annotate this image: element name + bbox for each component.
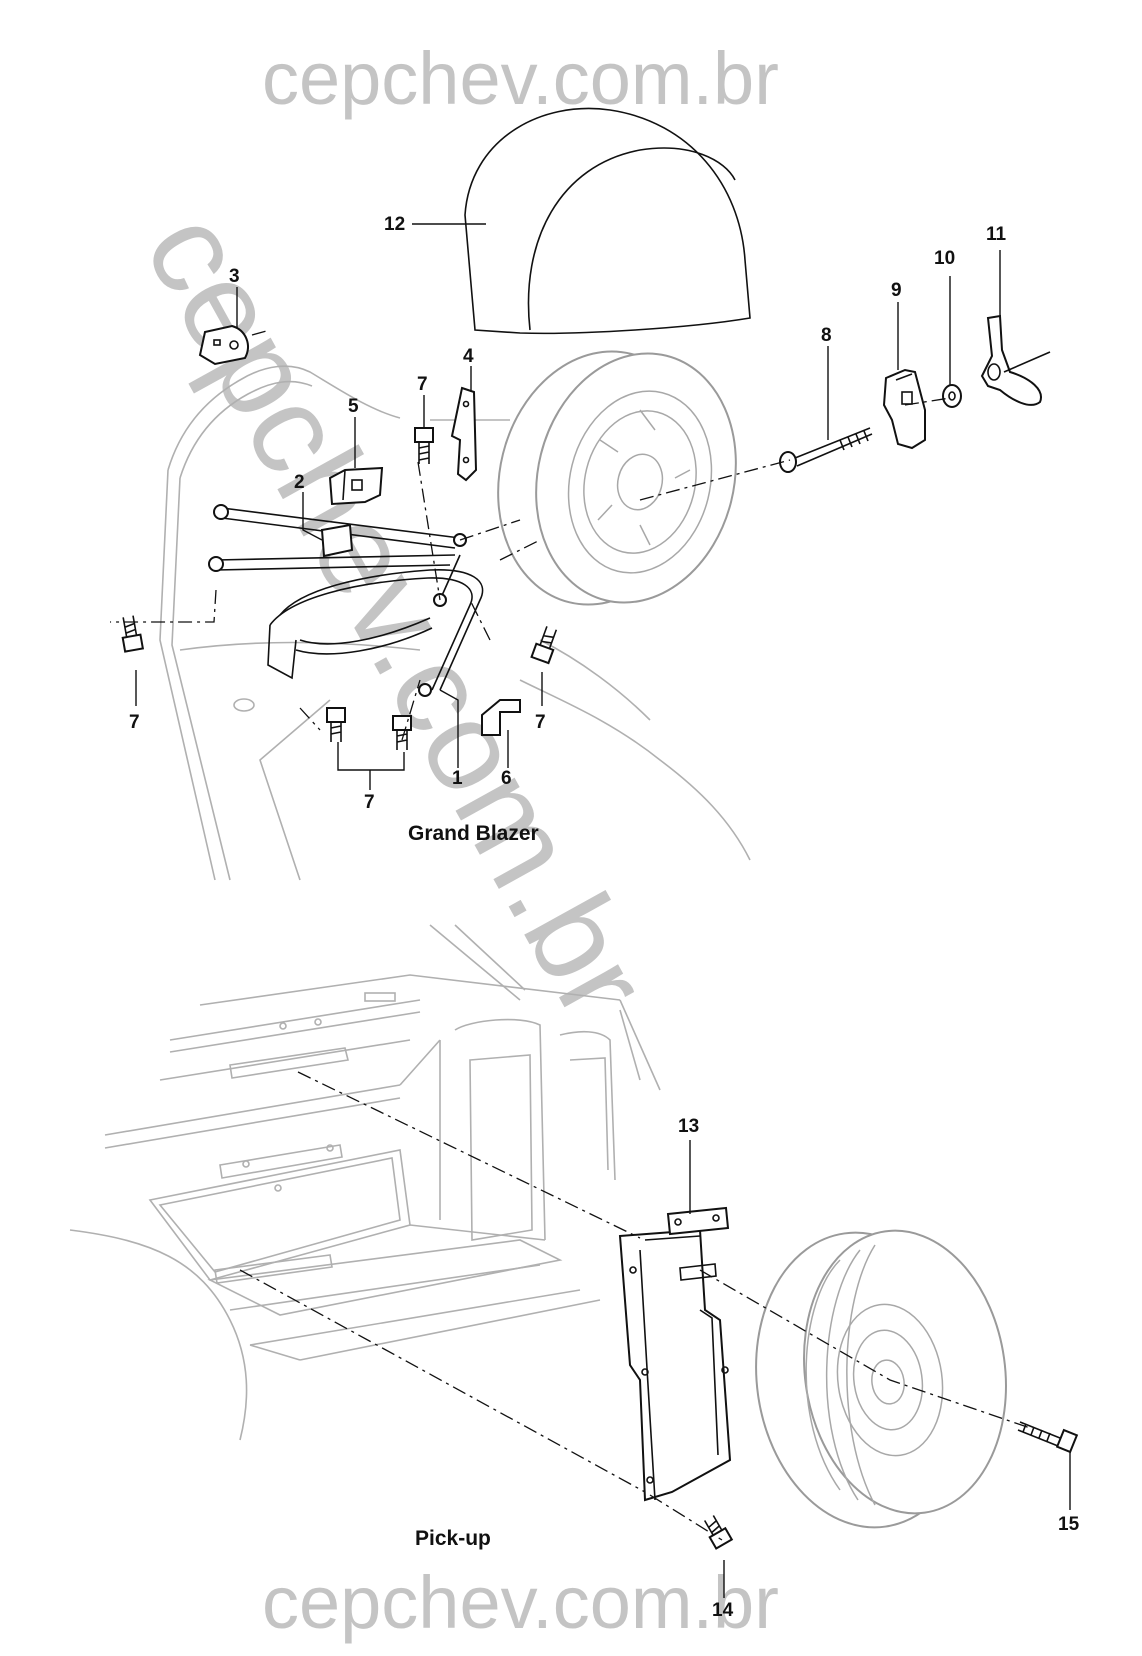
watermark-top: cepchev.com.br: [262, 37, 779, 120]
bolt-part-14: [703, 1515, 734, 1550]
caption-pick-up: Pick-up: [415, 1527, 491, 1550]
spare-carrier-frame: [208, 504, 484, 697]
leader-lines-upper: [135, 223, 1001, 790]
callout-7-bottom: 7: [364, 792, 375, 813]
vehicle-body-outline-lower: [69, 924, 661, 1441]
spare-wheel-upper: [497, 350, 737, 606]
plate-part-4: [450, 386, 478, 482]
watermark-bottom: cepchev.com.br: [262, 1561, 779, 1644]
bracket-part-3: [198, 324, 249, 366]
assembly-lines-lower: [239, 1071, 1031, 1541]
callout-1: 1: [452, 768, 463, 789]
callout-6: 6: [501, 768, 512, 789]
callout-11: 11: [986, 224, 1007, 245]
caption-grand-blazer: Grand Blazer: [408, 822, 539, 845]
callout-8: 8: [821, 325, 832, 346]
bolt-part-7: [121, 427, 558, 750]
callout-5: 5: [348, 396, 359, 417]
carrier-bracket-part-13: [618, 1206, 732, 1502]
wing-nut-part-11: [980, 314, 1051, 406]
bolt-part-15: [1017, 1421, 1079, 1454]
callout-7-right: 7: [535, 712, 546, 733]
callout-2: 2: [294, 472, 305, 493]
callout-10: 10: [934, 248, 955, 269]
wheel-cover: [464, 107, 751, 335]
clip-part-5: [328, 466, 384, 506]
watermark-diagonal: cepchev.com.br: [118, 189, 676, 1040]
callout-7-left: 7: [129, 712, 140, 733]
callout-13: 13: [678, 1116, 699, 1137]
callout-14: 14: [712, 1600, 734, 1621]
callout-3: 3: [229, 266, 240, 287]
hook-bolt-part-8: [779, 427, 873, 473]
assembly-lines-upper: [110, 329, 951, 741]
clamp-part-9: [882, 368, 926, 450]
callout-15: 15: [1058, 1514, 1080, 1535]
washer-part-10: [942, 384, 962, 408]
callout-4: 4: [463, 346, 474, 367]
callout-12: 12: [384, 214, 405, 235]
callout-7-top: 7: [417, 374, 428, 395]
spare-wheel-lower: [755, 1229, 1007, 1529]
callout-9: 9: [891, 280, 902, 301]
vehicle-body-outline-upper: [159, 365, 751, 881]
leader-lines-lower: [689, 1140, 1071, 1598]
bracket-part-6: [481, 699, 521, 736]
